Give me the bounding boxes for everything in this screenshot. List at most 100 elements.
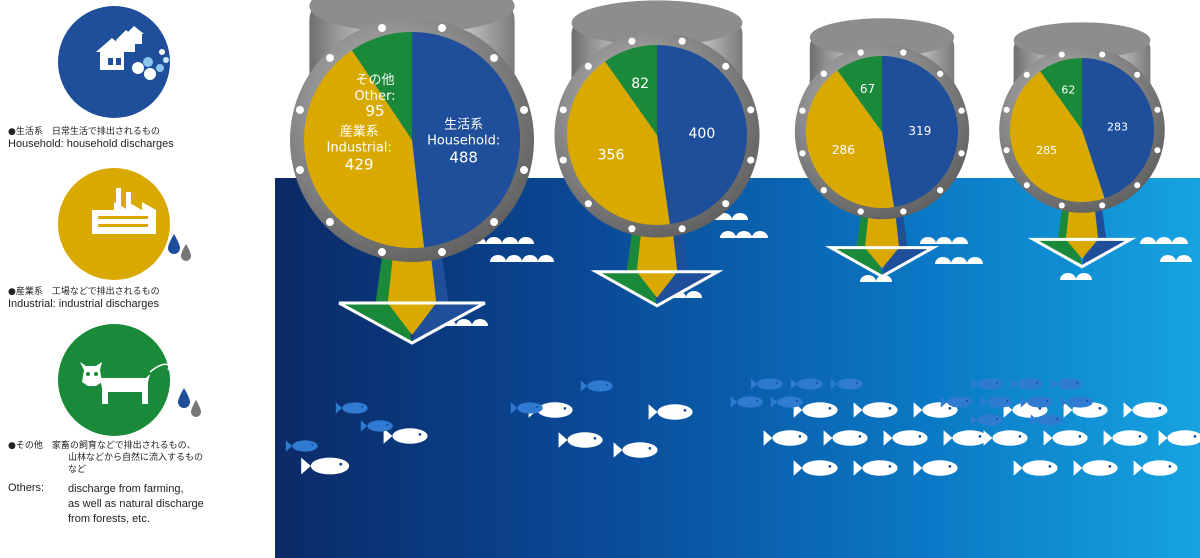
slice-industrial: [805, 70, 895, 209]
wave-crest: [1160, 255, 1176, 262]
rim-bolt: [377, 23, 386, 32]
rim-bolt: [520, 166, 529, 175]
slice-household: [882, 56, 958, 208]
fish-icon: [1013, 460, 1058, 476]
fish-icon: [648, 404, 693, 420]
rim-bolt: [1058, 202, 1065, 209]
fish-school: [285, 378, 1200, 476]
wave-crest: [936, 237, 952, 244]
fish-icon: [793, 460, 838, 476]
fish-icon: [558, 432, 603, 448]
slice-others: [351, 32, 412, 140]
rim-bolt: [325, 218, 334, 227]
fish-icon: [1133, 460, 1178, 476]
fish-icon: [730, 396, 763, 408]
wave-crest: [1060, 273, 1076, 280]
household-value: 319: [908, 124, 931, 138]
fish-icon: [1050, 378, 1083, 390]
others-ja-line2: 山林などから自然に流入するもの: [68, 453, 204, 463]
rim-bolt: [1003, 106, 1010, 113]
fish-icon: [983, 430, 1028, 446]
wave-crest: [1172, 237, 1188, 244]
others-value: 62: [1061, 83, 1075, 96]
wave-crest: [1156, 237, 1172, 244]
rim-bolt: [1134, 182, 1141, 189]
industrial-value: 429: [345, 155, 374, 173]
rim-bolt: [678, 225, 686, 233]
rim-bolt: [559, 156, 567, 164]
wave-crest: [951, 257, 967, 264]
fish-icon: [970, 378, 1003, 390]
wave-crest: [967, 257, 983, 264]
fish-icon: [510, 402, 543, 414]
others-value: 82: [631, 76, 649, 92]
industrial-value: 286: [832, 143, 855, 157]
fish-icon: [970, 414, 1003, 426]
wave-crest: [935, 257, 951, 264]
rim-bolt: [857, 49, 864, 56]
household-label-en: Household:: [427, 133, 500, 148]
household-ja-label: ●生活系 日常生活で排出されるもの: [8, 127, 160, 137]
rim-bolt: [958, 107, 965, 114]
wave-crest: [732, 213, 748, 220]
slice-others: [1040, 58, 1082, 130]
fish-icon: [913, 402, 958, 418]
stream-others: [1036, 180, 1082, 267]
house-icon: [96, 26, 169, 80]
industrial-label-ja: 産業系: [340, 123, 379, 139]
pipe-top: [809, 18, 955, 57]
stream-outline: [1027, 237, 1137, 269]
stream-household: [1082, 180, 1128, 267]
rim-bolt: [490, 53, 499, 62]
fish-icon: [913, 460, 958, 476]
fish-icon: [830, 378, 863, 390]
pipe-top: [571, 0, 743, 46]
wave-crest: [920, 237, 936, 244]
fish-icon: [580, 380, 613, 392]
fish-icon: [883, 430, 928, 446]
household-label-ja: 生活系: [444, 117, 483, 132]
industrial-en-label: Industrial: industrial discharges: [8, 298, 160, 310]
rim-bolt: [678, 37, 686, 45]
household-en-label: Household: household discharges: [8, 138, 174, 150]
fish-icon: [1020, 396, 1053, 408]
rim-bolt: [325, 53, 334, 62]
household-value: 488: [449, 148, 478, 166]
rim-bolt: [295, 166, 304, 175]
waves: [440, 213, 1192, 326]
fish-icon: [1123, 402, 1168, 418]
others-en-line2: as well as natural discharge: [68, 498, 204, 510]
stream-outline: [590, 270, 724, 308]
rim-bolt: [722, 62, 730, 70]
fish-icon: [853, 402, 898, 418]
fish-icon: [823, 430, 868, 446]
pie-group: 生活系Household:488産業系Industrial:429その他Othe…: [290, 0, 1165, 345]
fish-icon: [360, 420, 393, 432]
wave-crest: [522, 255, 538, 262]
wave-crest: [538, 255, 554, 262]
pipe-top: [1013, 22, 1151, 59]
fish-icon: [1060, 396, 1093, 408]
rim-bolt: [747, 156, 755, 164]
rim-bolt: [900, 49, 907, 56]
others-label-en: Other:: [354, 89, 395, 104]
household-value: 400: [689, 126, 716, 142]
pipe-top: [309, 0, 515, 33]
rim-bolt: [1023, 182, 1030, 189]
slice-household: [412, 32, 520, 248]
rim-bolt: [559, 106, 567, 114]
rim-bolt: [820, 187, 827, 194]
rim-bolt: [377, 248, 386, 257]
rim-bolt: [937, 70, 944, 77]
rim-bolt: [584, 62, 592, 70]
others-ja-label: ●その他 家畜の飼育などで排出されるもの、: [8, 441, 196, 451]
rim-bolt: [958, 150, 965, 157]
rim-bolt: [900, 208, 907, 215]
wave-crest: [1176, 255, 1192, 262]
industrial-label-en: Industrial:: [327, 140, 392, 155]
rim-bolt: [1154, 147, 1161, 154]
rim-bolt: [937, 187, 944, 194]
slice-others: [605, 45, 657, 135]
wave-crest: [686, 291, 702, 298]
